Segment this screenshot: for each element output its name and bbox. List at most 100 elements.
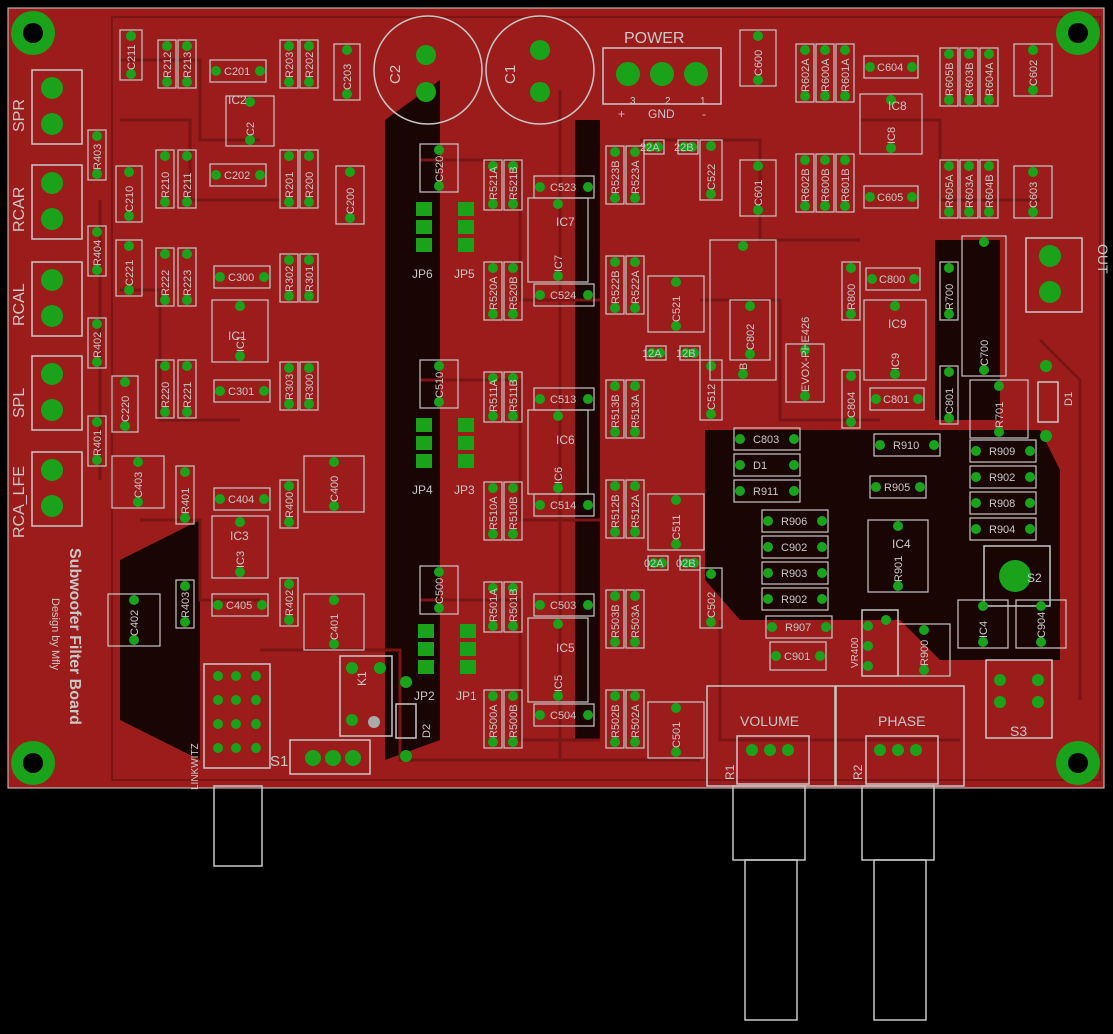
component-pad bbox=[815, 651, 825, 661]
component-pad bbox=[1025, 498, 1035, 508]
component-label: R223 bbox=[182, 270, 194, 296]
component-outline bbox=[533, 493, 595, 517]
component-pad bbox=[488, 529, 498, 539]
component-pad bbox=[488, 411, 498, 421]
component-outline bbox=[299, 39, 319, 89]
component-pad bbox=[120, 377, 130, 387]
component-pad bbox=[535, 394, 545, 404]
component-label: IC4 bbox=[978, 621, 990, 638]
cap-c1-label: C1 bbox=[502, 65, 519, 84]
component-pad bbox=[284, 517, 294, 527]
component-outline bbox=[503, 371, 523, 423]
component-pad bbox=[259, 386, 269, 396]
component-label: R908 bbox=[989, 498, 1015, 510]
component-pad bbox=[763, 594, 773, 604]
component-outline bbox=[869, 475, 927, 499]
volume-label: VOLUME bbox=[740, 713, 799, 729]
component-pad bbox=[671, 747, 681, 757]
component-outline bbox=[213, 379, 271, 403]
component-label: C220 bbox=[120, 396, 132, 422]
component-pad bbox=[630, 427, 640, 437]
component-label: IC9 bbox=[890, 353, 902, 370]
component-outline bbox=[211, 299, 269, 363]
component-outline bbox=[279, 577, 299, 627]
component-outline bbox=[625, 379, 645, 439]
component-pad bbox=[92, 455, 102, 465]
component-label: R701 bbox=[994, 402, 1006, 428]
component-label: R513A bbox=[630, 394, 642, 428]
component-label: C405 bbox=[226, 600, 252, 612]
component-pad bbox=[679, 142, 689, 152]
component-label: R403 bbox=[92, 144, 104, 170]
board-title: Subwoofer Filter Board bbox=[66, 548, 83, 725]
component-pad bbox=[211, 170, 221, 180]
component-outline bbox=[1015, 599, 1067, 649]
component-pad bbox=[304, 41, 314, 51]
component-label: B bbox=[738, 363, 750, 370]
component-pad bbox=[820, 155, 830, 165]
component-outline bbox=[483, 481, 503, 541]
component-pad bbox=[817, 568, 827, 578]
component-pad bbox=[800, 201, 810, 211]
component-outline bbox=[87, 317, 107, 369]
component-outline bbox=[605, 689, 625, 749]
component-pad bbox=[160, 407, 170, 417]
component-label: R503B bbox=[610, 604, 622, 638]
component-pad bbox=[763, 542, 773, 552]
component-pad bbox=[820, 91, 830, 101]
component-pad bbox=[944, 413, 954, 423]
component-outline bbox=[1013, 43, 1053, 97]
label-spl: SPL bbox=[11, 388, 28, 418]
component-label: C300 bbox=[228, 272, 254, 284]
component-pad bbox=[304, 399, 314, 409]
component-outline bbox=[303, 455, 365, 513]
big-caps: C2 C1 bbox=[373, 15, 595, 125]
jumper-pad bbox=[416, 220, 432, 234]
component-label: R301 bbox=[304, 266, 316, 292]
component-pad bbox=[284, 197, 294, 207]
component-outline bbox=[175, 465, 195, 525]
component-label: C801 bbox=[944, 388, 956, 414]
component-outline bbox=[503, 159, 523, 211]
component-pad bbox=[944, 207, 954, 217]
component-outline bbox=[483, 261, 503, 321]
component-outline bbox=[729, 299, 771, 361]
component-label: R901 bbox=[893, 556, 905, 582]
component-pad bbox=[738, 241, 748, 251]
component-pad bbox=[681, 348, 691, 358]
component-pad bbox=[610, 193, 620, 203]
component-outline bbox=[483, 581, 503, 633]
component-label: C601 bbox=[753, 180, 765, 206]
component-pad bbox=[647, 348, 657, 358]
component-pad bbox=[871, 394, 881, 404]
component-outline bbox=[679, 555, 701, 571]
component-pad bbox=[304, 255, 314, 265]
component-pad bbox=[630, 147, 640, 157]
component-pad bbox=[92, 417, 102, 427]
component-pad bbox=[840, 155, 850, 165]
component-label: C400 bbox=[329, 476, 341, 502]
component-label: C801 bbox=[883, 394, 909, 406]
component-label: C510 bbox=[434, 372, 446, 398]
component-pad bbox=[215, 494, 225, 504]
jumper-pad bbox=[416, 238, 432, 252]
component-outline bbox=[419, 143, 459, 193]
component-outline bbox=[815, 153, 835, 213]
component-pad bbox=[535, 600, 545, 610]
component-pad bbox=[508, 199, 518, 209]
component-pad bbox=[846, 417, 856, 427]
component-label: C200 bbox=[345, 188, 357, 214]
component-label: R404 bbox=[92, 240, 104, 266]
component-label: R500B bbox=[508, 704, 520, 738]
component-pad bbox=[92, 319, 102, 329]
component-outline bbox=[483, 371, 503, 423]
jumper-pad bbox=[418, 642, 434, 656]
component-pad bbox=[182, 151, 192, 161]
component-pad bbox=[215, 272, 225, 282]
component-label: 12A bbox=[642, 348, 662, 360]
component-pad bbox=[1025, 472, 1035, 482]
component-pad bbox=[893, 521, 903, 531]
component-label: C500 bbox=[434, 578, 446, 604]
component-pad bbox=[508, 411, 518, 421]
component-pad bbox=[1036, 637, 1046, 647]
